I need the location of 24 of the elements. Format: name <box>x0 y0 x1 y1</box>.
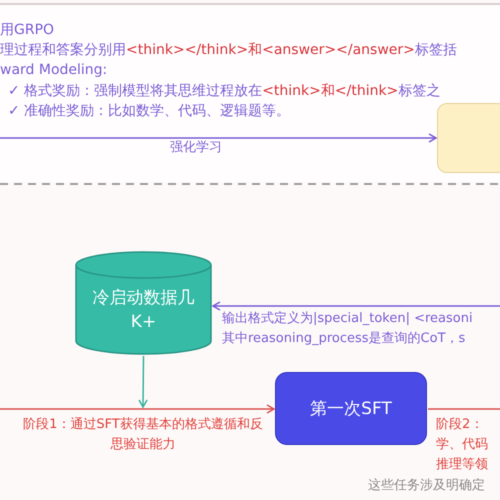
annotation-text: ✓ 格式奖励：强制模型将其思维过程放在 <box>8 83 262 99</box>
annotation-text: 标签括 <box>414 42 457 58</box>
arrow <box>0 404 275 414</box>
edge-label: 强化学习 <box>170 139 223 157</box>
annotation-text: 用GRPO <box>0 22 54 38</box>
arrow <box>138 356 148 408</box>
database-cylinder: 冷启动数据几K+ <box>75 251 212 355</box>
edge-label: 阶段2：学、代码推理等领 <box>436 416 489 474</box>
process-box: 第一次SFT <box>275 372 427 445</box>
connector-line <box>428 408 500 410</box>
edge-label: 阶段1：通过SFT获得基本的格式遵循和反思验证能力 <box>22 416 264 454</box>
annotation-text: <think></think> <box>126 42 248 58</box>
arrow <box>0 133 437 143</box>
annotation-text: 理过程和答案分别用 <box>0 42 126 58</box>
annotation-text: ward Modeling: <box>0 62 108 78</box>
arrow <box>212 301 500 311</box>
annotation-text: ✓ 准确性奖励：比如数学、代码、逻辑题等。 <box>8 103 290 119</box>
annotation-text: <answer></answer> <box>262 42 415 58</box>
annotation-text: 标签之 <box>398 83 440 99</box>
annotation-text: 和 <box>248 42 262 58</box>
annotation-text: <think>和</think> <box>262 83 398 99</box>
rounded-box <box>437 103 500 173</box>
note-text: 这些任务涉及明确定 <box>368 477 485 495</box>
edge-label: 输出格式定义为|special_token| <reasoni 其中reasoning_process是查询的CoT，s <box>222 310 474 348</box>
